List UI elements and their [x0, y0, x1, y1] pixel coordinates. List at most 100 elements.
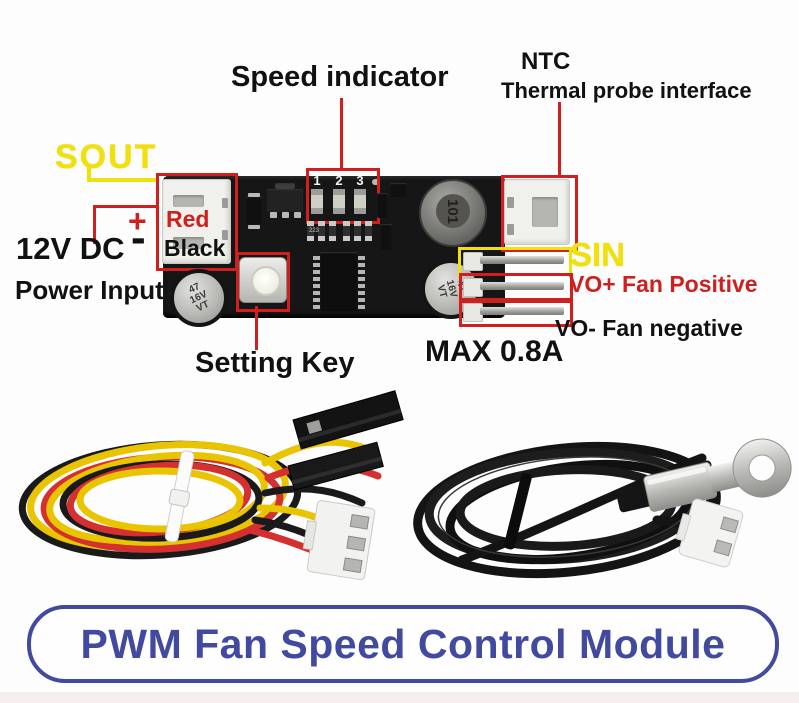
vo-positive-pin: [480, 282, 564, 290]
fan-extension-cable-photo: [18, 390, 404, 581]
fan-connector-3pin: [302, 500, 376, 581]
regulator-leg: [270, 212, 277, 218]
inductor: [419, 179, 487, 247]
power-pointer-line-h: [93, 205, 158, 208]
led-number-1: 1: [313, 173, 321, 188]
sout-label: SOUT: [55, 138, 158, 176]
ic-pin: [358, 270, 365, 274]
regulator-leg: [282, 212, 289, 218]
speed-led-highlight-box: [306, 168, 380, 224]
resistor-cluster: [307, 221, 336, 241]
ic-pin: [313, 256, 320, 260]
power-input-label: Power Input: [15, 275, 164, 305]
power-connector-pin: [222, 230, 228, 240]
resistor-cluster: [343, 221, 372, 241]
speed-indicator-pointer-line: [340, 98, 343, 169]
dupont-connector: [287, 441, 384, 491]
setting-key-pointer-line: [255, 306, 258, 350]
title-banner: PWM Fan Speed Control Module: [27, 605, 779, 683]
setting-key-cap[interactable]: [251, 266, 281, 296]
ic-pin: [358, 284, 365, 288]
ic-pin: [358, 305, 365, 309]
max-current-label: MAX 0.8A: [425, 335, 564, 368]
black-wire-label: Black: [164, 235, 226, 261]
setting-key-label: Setting Key: [195, 347, 355, 379]
dupont-connector: [292, 390, 404, 450]
smd-resistor: [307, 221, 314, 241]
voltage-regulator: [267, 189, 303, 212]
led-number-2: 2: [335, 173, 343, 188]
vo-negative-highlight-box: [459, 298, 573, 327]
capacitor-left: 47 16V VT: [170, 269, 228, 327]
ic-pin: [313, 291, 320, 295]
ntc-probe-cable-photo: [413, 438, 792, 579]
power-connector-2pin: [162, 179, 231, 264]
vo-positive-label: VO+ Fan Positive: [569, 271, 758, 297]
bottom-strip: [0, 692, 799, 703]
sin-label: SIN: [570, 236, 626, 273]
smd-pad: [248, 193, 260, 197]
cable-tie: [164, 450, 195, 543]
voltage-regulator-tab: [275, 183, 295, 189]
ntc-connector-highlight-box: [501, 175, 578, 252]
ic-pin: [313, 284, 320, 288]
sin-pin: [480, 256, 564, 264]
ic-pin: [358, 263, 365, 267]
thermal-probe-ring-terminal: [615, 438, 792, 513]
smd-component: [377, 193, 388, 218]
red-wire-label: Red: [166, 206, 210, 232]
ic-pin: [313, 305, 320, 309]
minus-sign: -: [131, 213, 146, 262]
controller-ic: [320, 252, 358, 311]
probe-connector-2pin: [675, 498, 744, 568]
inductor-core: 101: [436, 194, 470, 228]
ic-pin: [358, 291, 365, 295]
ic-pin: [313, 263, 320, 267]
speed-led-3: [354, 189, 366, 214]
cable-tie-black: [503, 472, 532, 550]
smd-resistor: [343, 221, 350, 241]
ntc-label: NTC: [521, 48, 571, 75]
ic-pin: [313, 298, 320, 302]
ntc-connector-pin: [507, 224, 514, 235]
speed-led-2: [333, 189, 345, 214]
smd-component: [380, 224, 392, 250]
regulator-leg: [294, 212, 301, 218]
power-connector-slot-top: [173, 195, 204, 207]
led-number-3: 3: [356, 173, 364, 188]
ic-pin: [358, 277, 365, 281]
smd-transistor: [390, 183, 407, 197]
mounting-pad: [372, 179, 380, 185]
plus-sign: +: [128, 203, 147, 239]
product-title: PWM Fan Speed Control Module: [80, 620, 726, 667]
smd-component: [246, 196, 262, 224]
ntc-connector-slot: [532, 197, 558, 227]
voltage-label: 12V DC: [16, 231, 125, 266]
ntc-pointer-line: [558, 102, 561, 176]
smd-resistor: [365, 221, 372, 241]
power-pointer-line-v: [93, 205, 96, 244]
speed-indicator-label: Speed indicator: [231, 61, 449, 93]
smd-resistor: [329, 221, 336, 241]
smd-resistor: [354, 221, 361, 241]
thermal-probe-interface-label: Thermal probe interface: [501, 78, 752, 103]
vo-positive-highlight-box: [459, 273, 573, 303]
vo-negative-label: VO- Fan negative: [555, 315, 743, 341]
speed-led-1: [311, 189, 323, 214]
sout-pointer-line-h: [87, 178, 159, 182]
ntc-connector-pin: [507, 197, 514, 208]
smd-resistor: [318, 221, 325, 241]
sin-highlight-box: [458, 247, 572, 276]
vo-negative-pin: [480, 307, 564, 315]
ic-pin: [358, 298, 365, 302]
ic-pin: [358, 256, 365, 260]
power-connector-pin: [222, 198, 228, 208]
power-connector-highlight-box: [156, 173, 238, 271]
resistor-marking: 223: [309, 228, 320, 234]
ic-pin: [313, 277, 320, 281]
sout-pointer-line-v: [87, 167, 91, 182]
ic-pin: [313, 270, 320, 274]
power-connector-slot-bottom: [173, 237, 204, 249]
setting-key-highlight-box: [236, 252, 290, 312]
